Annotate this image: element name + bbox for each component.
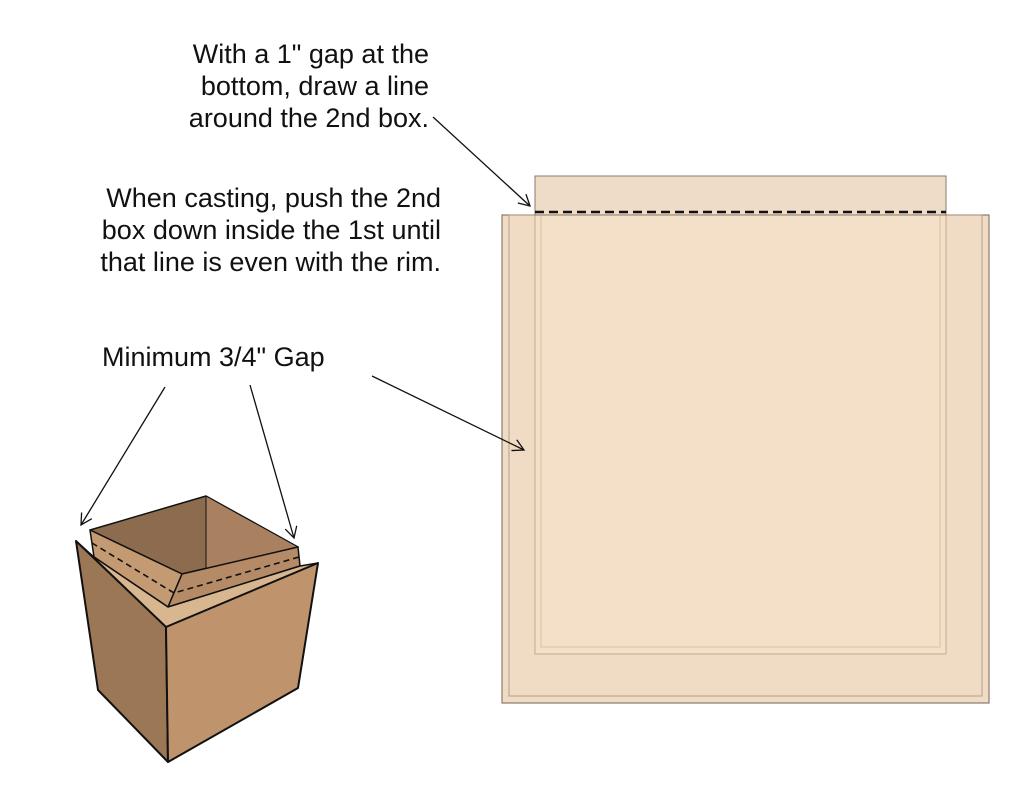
arrow-to-pour-line [432,116,532,207]
minimum-gap-annotation: Minimum 3/4" Gap [102,341,325,373]
casting-annotation: When casting, push the 2nd box down insi… [100,182,441,278]
annotation-line: box down inside the 1st until [101,215,441,245]
arrows [80,116,532,540]
arrow-to-gap-right [249,384,298,540]
inner-box-dashed-line [91,542,300,594]
annotation-line: bottom, draw a line [200,71,429,101]
annotation-line: Minimum 3/4" Gap [102,342,325,372]
cardboard-box-illustration [75,495,319,763]
annotation-line: When casting, push the 2nd [106,183,441,213]
inner-box [534,175,947,655]
annotation-line: that line is even with the rim. [100,247,441,277]
arrow-to-gap-left [80,386,166,527]
section-view [501,175,990,704]
outer-box-front-face [165,562,319,763]
inner-box-above-rim [534,175,947,216]
arrow-to-gap-section [371,375,526,452]
annotation-line: With a 1" gap at the [192,39,429,69]
gap-line-annotation: With a 1" gap at the bottom, draw a line… [189,38,429,134]
annotation-line: around the 2nd box. [188,103,429,133]
